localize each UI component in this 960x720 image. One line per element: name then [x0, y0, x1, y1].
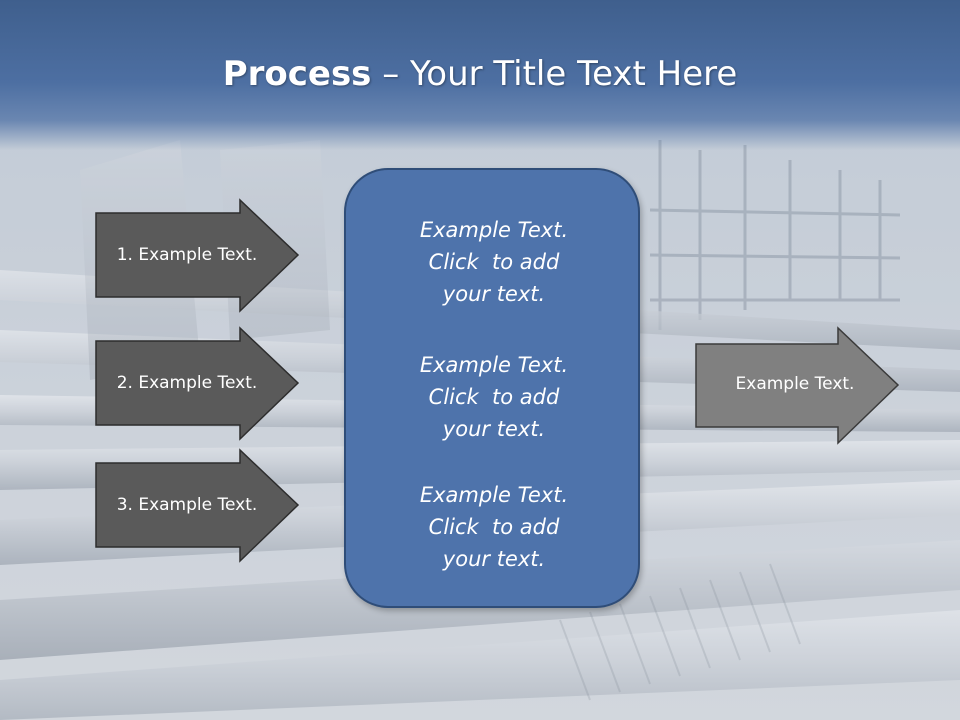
right-arrow-label: Example Text.	[735, 374, 855, 394]
left-arrow-2-shape[interactable]	[95, 326, 300, 441]
center-block-3-line-1: Example Text.	[419, 483, 569, 507]
center-text-block-3: Example Text. Click to add your text.	[346, 479, 642, 575]
left-arrow-2-label: 2. Example Text.	[116, 373, 258, 393]
right-arrow-shape[interactable]	[695, 326, 900, 445]
left-arrow-1-label: 1. Example Text.	[116, 245, 258, 265]
slide-title: Process – Your Title Text Here	[0, 52, 960, 96]
center-block-1-line-2: Click to add	[428, 250, 560, 274]
center-block-1-line-3: your text.	[442, 282, 546, 306]
center-block-1-line-1: Example Text.	[419, 218, 569, 242]
left-arrow-3-label: 3. Example Text.	[116, 495, 258, 515]
center-block-3-line-2: Click to add	[428, 515, 560, 539]
title-rest-part: – Your Title Text Here	[371, 54, 738, 94]
center-block-2-line-2: Click to add	[428, 385, 560, 409]
center-block-3-line-3: your text.	[442, 547, 546, 571]
center-text-block-1: Example Text. Click to add your text.	[346, 214, 642, 310]
title-band	[0, 0, 960, 150]
center-block-2-line-1: Example Text.	[419, 353, 569, 377]
center-block-2-line-3: your text.	[442, 417, 546, 441]
title-bold-part: Process	[222, 54, 372, 94]
left-arrow-3-shape[interactable]	[95, 448, 300, 563]
center-text-box[interactable]: Example Text. Click to add your text. Ex…	[344, 168, 640, 608]
left-arrow-1-shape[interactable]	[95, 198, 300, 313]
center-text-block-2: Example Text. Click to add your text.	[346, 349, 642, 445]
